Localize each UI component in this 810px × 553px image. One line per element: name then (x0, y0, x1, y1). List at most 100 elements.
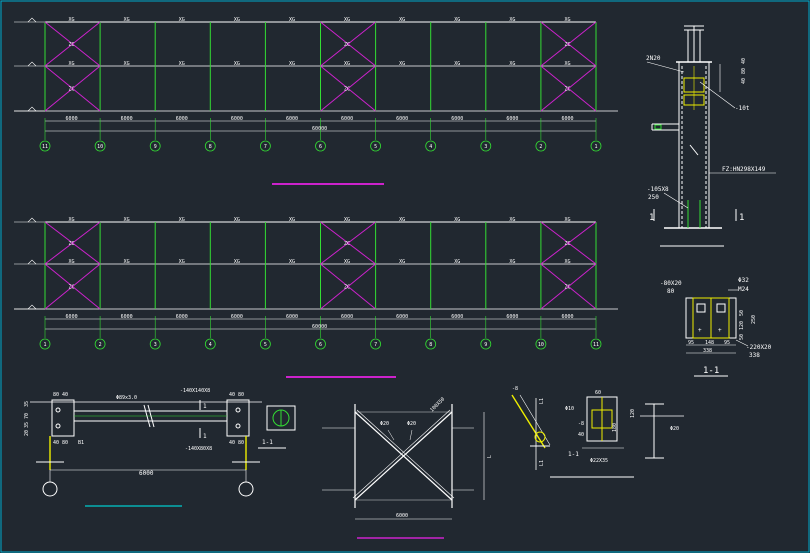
tie-label: XG (234, 259, 240, 265)
svg-text:+: + (718, 327, 722, 334)
axis-bubble (590, 338, 602, 350)
brace-line (540, 21, 597, 67)
label-column: FZ:HN298X149 (722, 166, 766, 173)
axis-bubble (425, 338, 437, 350)
axis-label: 6 (319, 144, 322, 150)
level-marker (27, 217, 37, 223)
tie-label: XG (124, 259, 130, 265)
axis-label: 3 (154, 342, 157, 348)
brace-label: ZC (69, 241, 75, 247)
level-marker (27, 17, 37, 23)
cb-rod-a: Φ20 (380, 421, 389, 427)
bp-dim-bottom-2: 148 (705, 340, 714, 346)
section-mark-left: 1 (649, 213, 654, 223)
tie-label: XG (454, 17, 460, 23)
axis-bubble (39, 140, 51, 152)
axis-bubble (39, 338, 51, 350)
bay-dim: 6000 (176, 116, 188, 122)
bay-dim: 6000 (341, 116, 353, 122)
axis-bubble (425, 140, 437, 152)
tie-label: XG (344, 217, 350, 223)
brace-label: ZC (69, 87, 75, 93)
bay-dim: 6000 (341, 314, 353, 320)
level-marker (27, 106, 37, 112)
brace-line (320, 65, 376, 112)
clip-dim-1: -8 (578, 421, 584, 427)
brace-label: ZC (69, 285, 75, 291)
tie-label: XG (399, 259, 405, 265)
bay-dim: 6000 (506, 314, 518, 320)
tie-label: XG (399, 61, 405, 67)
tie-label: XG (289, 17, 295, 23)
tie-label: XG (564, 259, 570, 265)
total-dim: 60000 (312, 126, 327, 132)
tr-dim-r1: 40 (229, 392, 235, 398)
dim-40b: 40 (741, 58, 747, 64)
axis-label: 8 (209, 144, 212, 150)
tie-label: XG (69, 17, 75, 23)
axis-bubble (370, 338, 382, 350)
tr-dim-l1: 80 (53, 392, 59, 398)
tie-label: XG (234, 17, 240, 23)
axis-bubble (149, 338, 161, 350)
bp-dim-250: 250 (751, 315, 757, 324)
clip-detail: 60 Φ10 -8 40 180 Φ22X35 1-1 120 Φ20 (550, 390, 684, 478)
tr-dim-l2: 40 (62, 392, 68, 398)
clip-dim-60: 60 (595, 390, 601, 396)
tie-label: XG (454, 259, 460, 265)
dim-40: 40 (741, 78, 747, 84)
axis-label: 8 (429, 342, 432, 348)
cb-span: 6000 (396, 513, 408, 519)
axis-label: 5 (264, 342, 267, 348)
axis-bubble (94, 140, 106, 152)
tie-label: XG (454, 217, 460, 223)
brace-line (320, 221, 376, 265)
bay-dim: 6000 (396, 314, 408, 320)
clip-dim-r: Φ10 (565, 406, 574, 412)
bay-dim: 6000 (286, 116, 298, 122)
elevation-bottom: XGXGXGXGXGXGXGXGXGXGXGXGXGXGXGXGXGXGXGXG… (14, 217, 618, 350)
axis-label: 10 (97, 144, 103, 150)
axis-bubble (204, 338, 216, 350)
tr-side-1: 35 (24, 401, 30, 407)
tie-label: XG (509, 17, 515, 23)
axis-bubble (480, 140, 492, 152)
bp-dim-side-1: 50 (739, 310, 745, 316)
axis-bubble (315, 338, 326, 350)
tie-label: XG (124, 61, 130, 67)
bay-dim: 6000 (231, 314, 243, 320)
tie-label: XG (179, 217, 185, 223)
tie-label: XG (344, 259, 350, 265)
node-detail: -8 L1 L1 (511, 386, 551, 470)
bay-dim: 6000 (121, 314, 133, 320)
brace-line (540, 263, 597, 310)
axis-bubble (204, 140, 216, 152)
level-marker (27, 61, 37, 67)
axis-label: 4 (209, 342, 212, 348)
level-marker (27, 259, 37, 265)
brace-line (44, 65, 101, 112)
brace-label: ZC (344, 241, 350, 247)
axis-label: 9 (484, 342, 487, 348)
axis-label: 11 (593, 342, 599, 348)
clip-dim-20: Φ20 (670, 426, 679, 432)
node-label-1: -8 (512, 386, 518, 392)
tie-label: XG (179, 259, 185, 265)
axis-bubble (315, 140, 326, 152)
tr-dim-r3: 40 (229, 440, 235, 446)
tie-label: XG (179, 17, 185, 23)
label-dim-250: 250 (648, 194, 659, 201)
axis-label: 1 (594, 144, 597, 150)
tie-label: XG (124, 217, 130, 223)
bay-dim: 6000 (451, 314, 463, 320)
axis-label: 5 (374, 144, 377, 150)
bp-title: 1-1 (703, 366, 719, 376)
bay-dim: 6000 (176, 314, 188, 320)
tie-label: XG (234, 217, 240, 223)
axis-label: 4 (429, 144, 432, 150)
tr-span: 6000 (139, 470, 154, 477)
base-plate-detail: + + -80X20 80 Φ32 M24 50 120 50 250 95 1… (660, 277, 772, 377)
label-2n20: 2N20 (646, 55, 661, 62)
